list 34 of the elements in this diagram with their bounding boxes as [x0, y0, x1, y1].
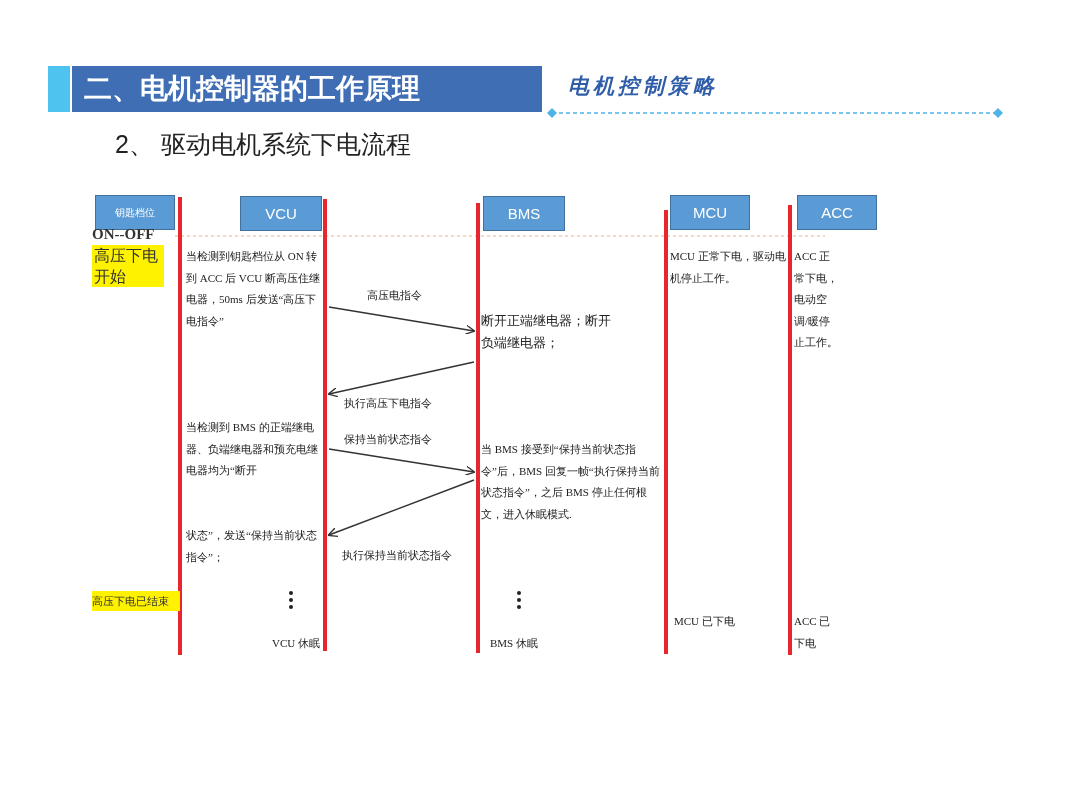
highlighted-note: 高压下电开始	[92, 245, 164, 287]
step-text: 状态”，发送“保持当前状态指令”；	[186, 528, 318, 565]
step-text: 当 BMS 接受到“保持当前状态指令”后，BMS 回复一帧“执行保持当前状态指令”，之后 BMS 停止任何根文，进入休眠模式.	[481, 442, 661, 522]
step-text: MCU 已下电	[674, 614, 736, 629]
edge-label: 保持当前状态指令	[342, 432, 434, 447]
lifeline	[788, 205, 792, 655]
lifeline	[476, 203, 480, 653]
arrow	[327, 479, 475, 537]
category-tag: 电机控制策略	[568, 72, 718, 100]
step-text: BMS 休眠	[490, 636, 539, 651]
arrow	[327, 361, 475, 398]
lane-header-box: VCU	[240, 196, 322, 231]
lifeline	[664, 210, 668, 654]
highlighted-note: 高压下电已结束	[92, 591, 180, 611]
lane-header-box: ACC	[797, 195, 877, 230]
step-text: 断开正端继电器；断开负端继电器；	[481, 312, 611, 352]
lifeline	[178, 197, 182, 655]
step-text: VCU 休眠	[272, 636, 321, 651]
lane-header-box: 钥匙档位	[95, 195, 175, 230]
step-text: 当检测到 BMS 的正端继电器、负端继电器和预充电继电器均为“断开	[186, 420, 319, 478]
edge-label: 执行高压下电指令	[342, 396, 434, 411]
lane-header-box: MCU	[670, 195, 750, 230]
step-text: 当检测到钥匙档位从 ON 转到 ACC 后 VCU 断高压住继电器，50ms 后发送“高压下电指令”	[186, 249, 320, 329]
arrow	[328, 306, 476, 335]
edge-label: 执行保持当前状态指令	[340, 548, 454, 563]
title-banner: 二、电机控制器的工作原理	[72, 66, 542, 112]
lane-header-box: BMS	[483, 196, 565, 231]
edge-label: 高压电指令	[365, 288, 424, 303]
step-text: MCU 正常下电，驱动电机停止工作。	[670, 249, 787, 286]
subtitle: 2、 驱动电机系统下电流程	[115, 129, 411, 160]
step-text: ACC 已下电	[794, 614, 832, 651]
arrow	[328, 448, 476, 476]
lifeline	[323, 199, 327, 651]
step-text: ACC 正常下电，电动空调/暖停止工作。	[794, 249, 838, 350]
